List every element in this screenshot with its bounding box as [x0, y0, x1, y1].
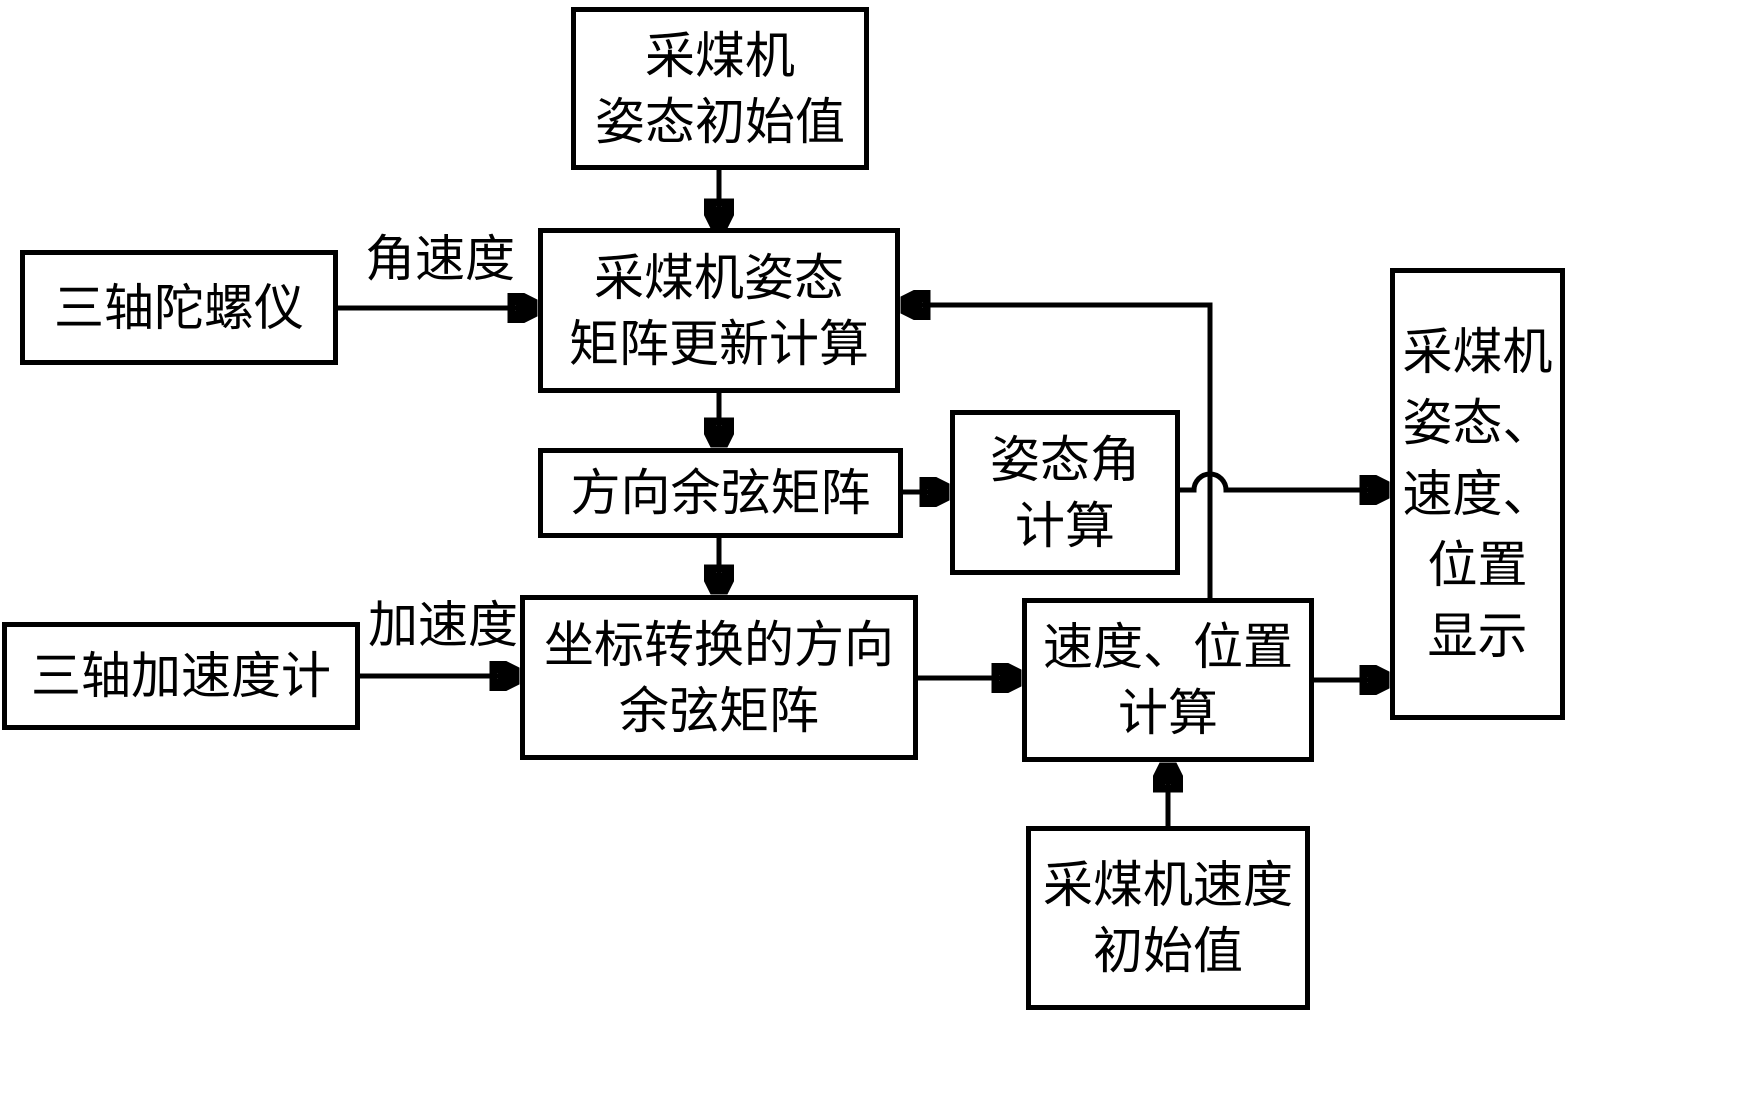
edge-label-acceleration: 加速度	[368, 597, 518, 653]
node-velocity-position-calc: 速度、位置 计算	[1022, 598, 1314, 762]
node-display-output: 采煤机 姿态、 速度、 位置 显示	[1390, 268, 1565, 720]
node-three-axis-accelerometer: 三轴加速度计	[2, 622, 360, 730]
node-three-axis-gyroscope: 三轴陀螺仪	[20, 250, 338, 365]
node-velocity-initial-value: 采煤机速度 初始值	[1026, 826, 1310, 1010]
node-attitude-initial-value: 采煤机 姿态初始值	[571, 7, 869, 170]
edge-label-angular-velocity: 角速度	[365, 231, 515, 287]
node-attitude-matrix-update-calc: 采煤机姿态 矩阵更新计算	[538, 228, 900, 393]
node-direction-cosine-matrix: 方向余弦矩阵	[538, 448, 903, 538]
node-attitude-angle-calc: 姿态角 计算	[950, 410, 1180, 575]
edge-velocity-position-to-update-feedback	[905, 305, 1213, 598]
node-coord-transform-dcm: 坐标转换的方向 余弦矩阵	[520, 595, 918, 760]
edge-attitude-angle-to-display	[1180, 471, 1385, 490]
